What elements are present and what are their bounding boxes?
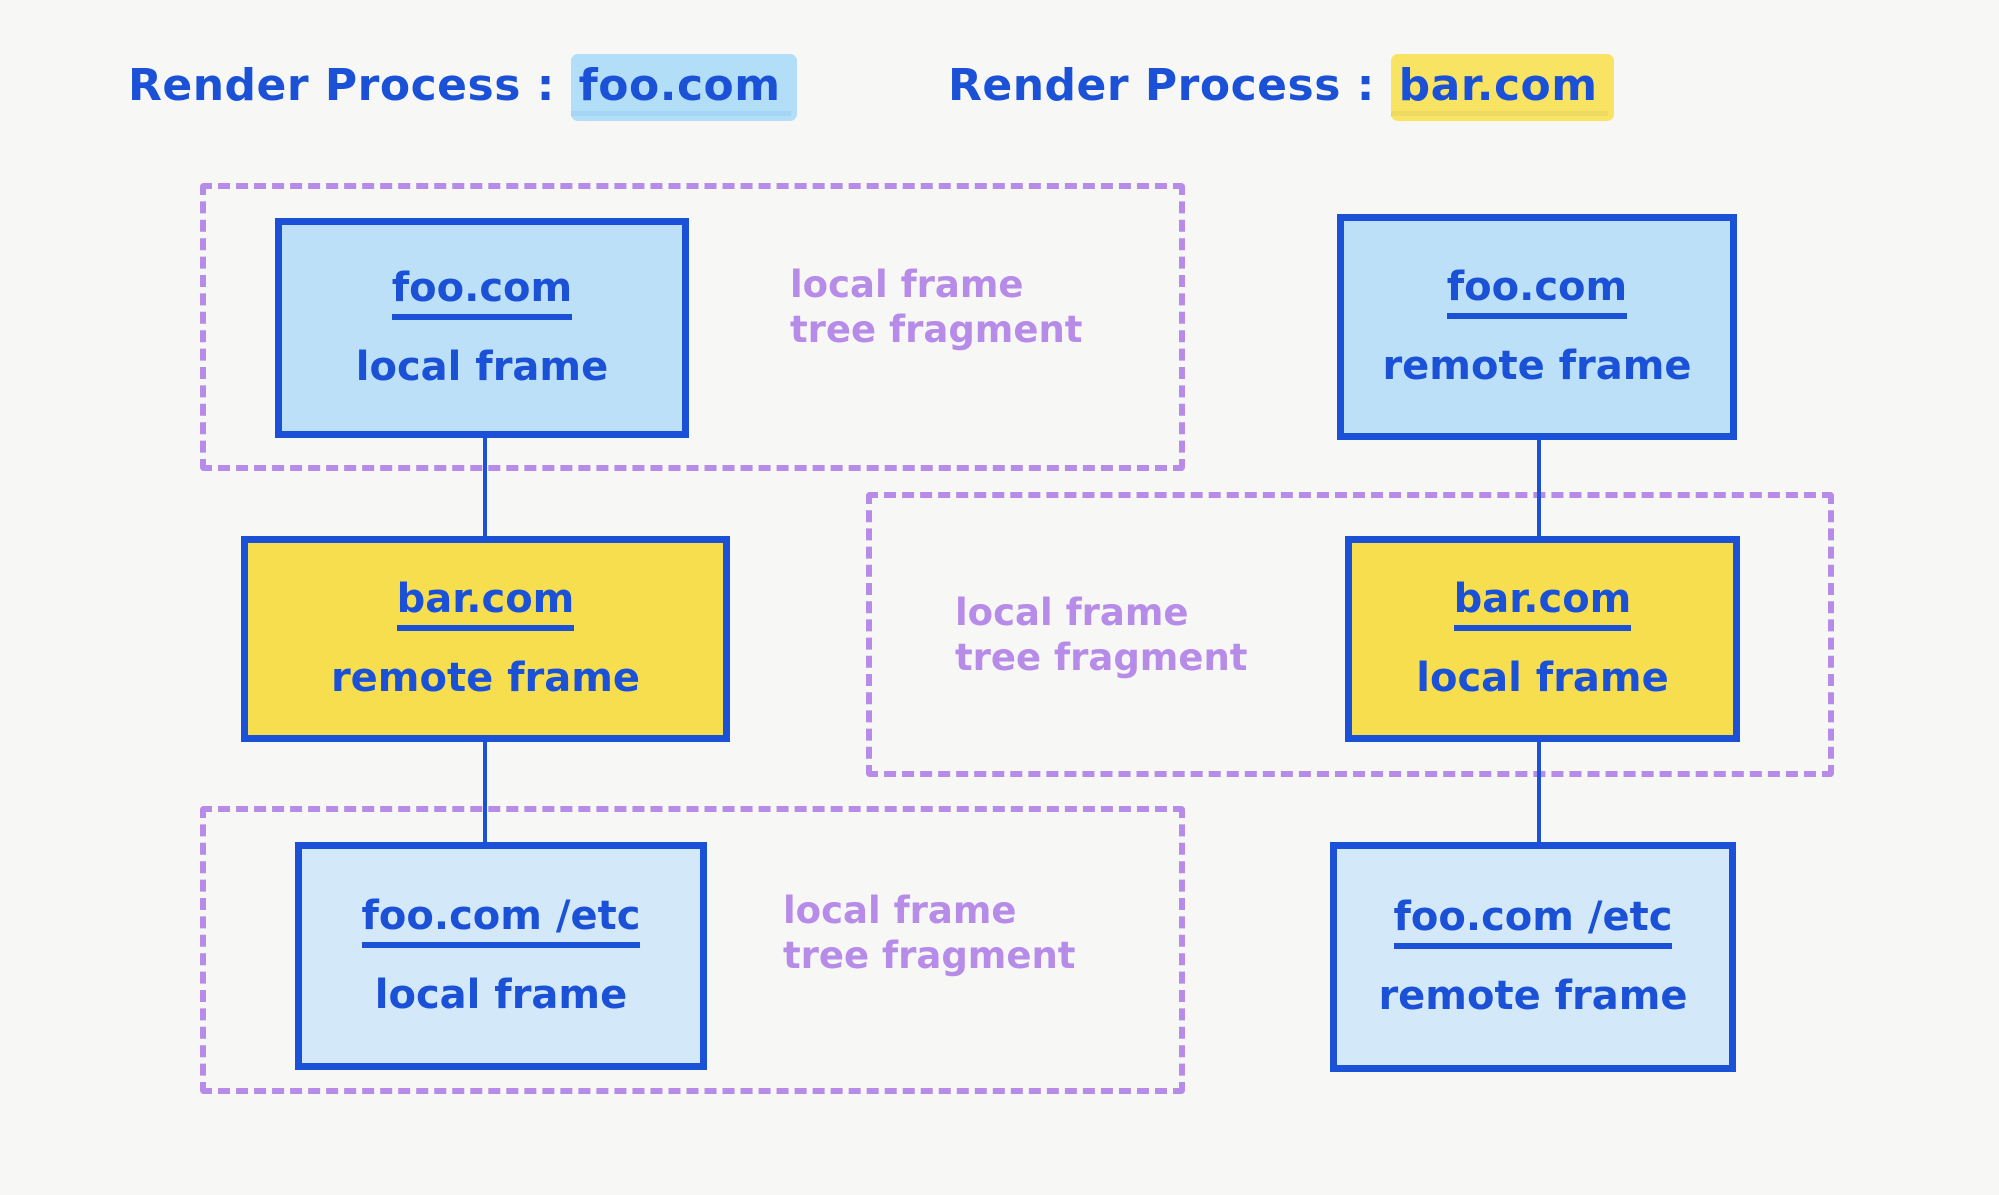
render-process-host-bar: bar.com xyxy=(1390,54,1614,121)
frame-kind: remote frame xyxy=(1378,972,1688,1019)
connector-right-1 xyxy=(1537,420,1541,556)
fragment-label-line1: local frame xyxy=(955,591,1189,634)
fragment-region-left-bottom xyxy=(200,806,1185,1094)
connector-left-2 xyxy=(483,730,487,860)
frame-box-right-foo[interactable]: foo.com remote frame xyxy=(1337,214,1737,440)
frame-url: bar.com xyxy=(1453,578,1632,631)
frame-url: foo.com xyxy=(391,267,573,320)
fragment-label-left-top: local frame tree fragment xyxy=(790,262,1082,352)
fragment-label-line2: tree fragment xyxy=(955,636,1248,680)
fragment-label-line1: local frame xyxy=(783,889,1017,932)
frame-url: foo.com /etc xyxy=(361,895,641,948)
fragment-label-middle: local frame tree fragment xyxy=(955,590,1247,680)
fragment-label-line2: tree fragment xyxy=(790,308,1083,352)
frame-box-right-bar[interactable]: bar.com local frame xyxy=(1345,536,1740,742)
fragment-label-line2: tree fragment xyxy=(783,934,1076,978)
frame-kind: remote frame xyxy=(1382,342,1692,389)
frame-box-left-foo-etc[interactable]: foo.com /etc local frame xyxy=(295,842,707,1070)
frame-kind: local frame xyxy=(1416,654,1669,701)
connector-left-1 xyxy=(483,420,487,556)
render-process-title-bar: Render Process : bar.com xyxy=(948,54,1614,121)
frame-kind: local frame xyxy=(355,343,609,390)
fragment-region-middle xyxy=(866,492,1834,777)
frame-url: foo.com xyxy=(1446,266,1628,319)
frame-kind: local frame xyxy=(374,971,628,1018)
frame-box-left-foo[interactable]: foo.com local frame xyxy=(275,218,689,438)
frame-box-left-bar[interactable]: bar.com remote frame xyxy=(241,536,730,742)
connector-right-2 xyxy=(1537,730,1541,860)
render-process-title-foo: Render Process : foo.com xyxy=(128,54,797,121)
render-process-label-bar: Render Process : xyxy=(948,60,1375,111)
frame-url: bar.com xyxy=(396,578,575,631)
frame-box-right-foo-etc[interactable]: foo.com /etc remote frame xyxy=(1330,842,1736,1072)
fragment-region-left-top xyxy=(200,183,1185,471)
render-process-label-foo: Render Process : xyxy=(128,60,555,111)
frame-kind: remote frame xyxy=(330,654,641,701)
fragment-label-left-bottom: local frame tree fragment xyxy=(783,888,1075,978)
frame-url: foo.com /etc xyxy=(1393,896,1673,949)
render-process-host-foo: foo.com xyxy=(570,54,797,121)
fragment-label-line1: local frame xyxy=(790,263,1024,306)
